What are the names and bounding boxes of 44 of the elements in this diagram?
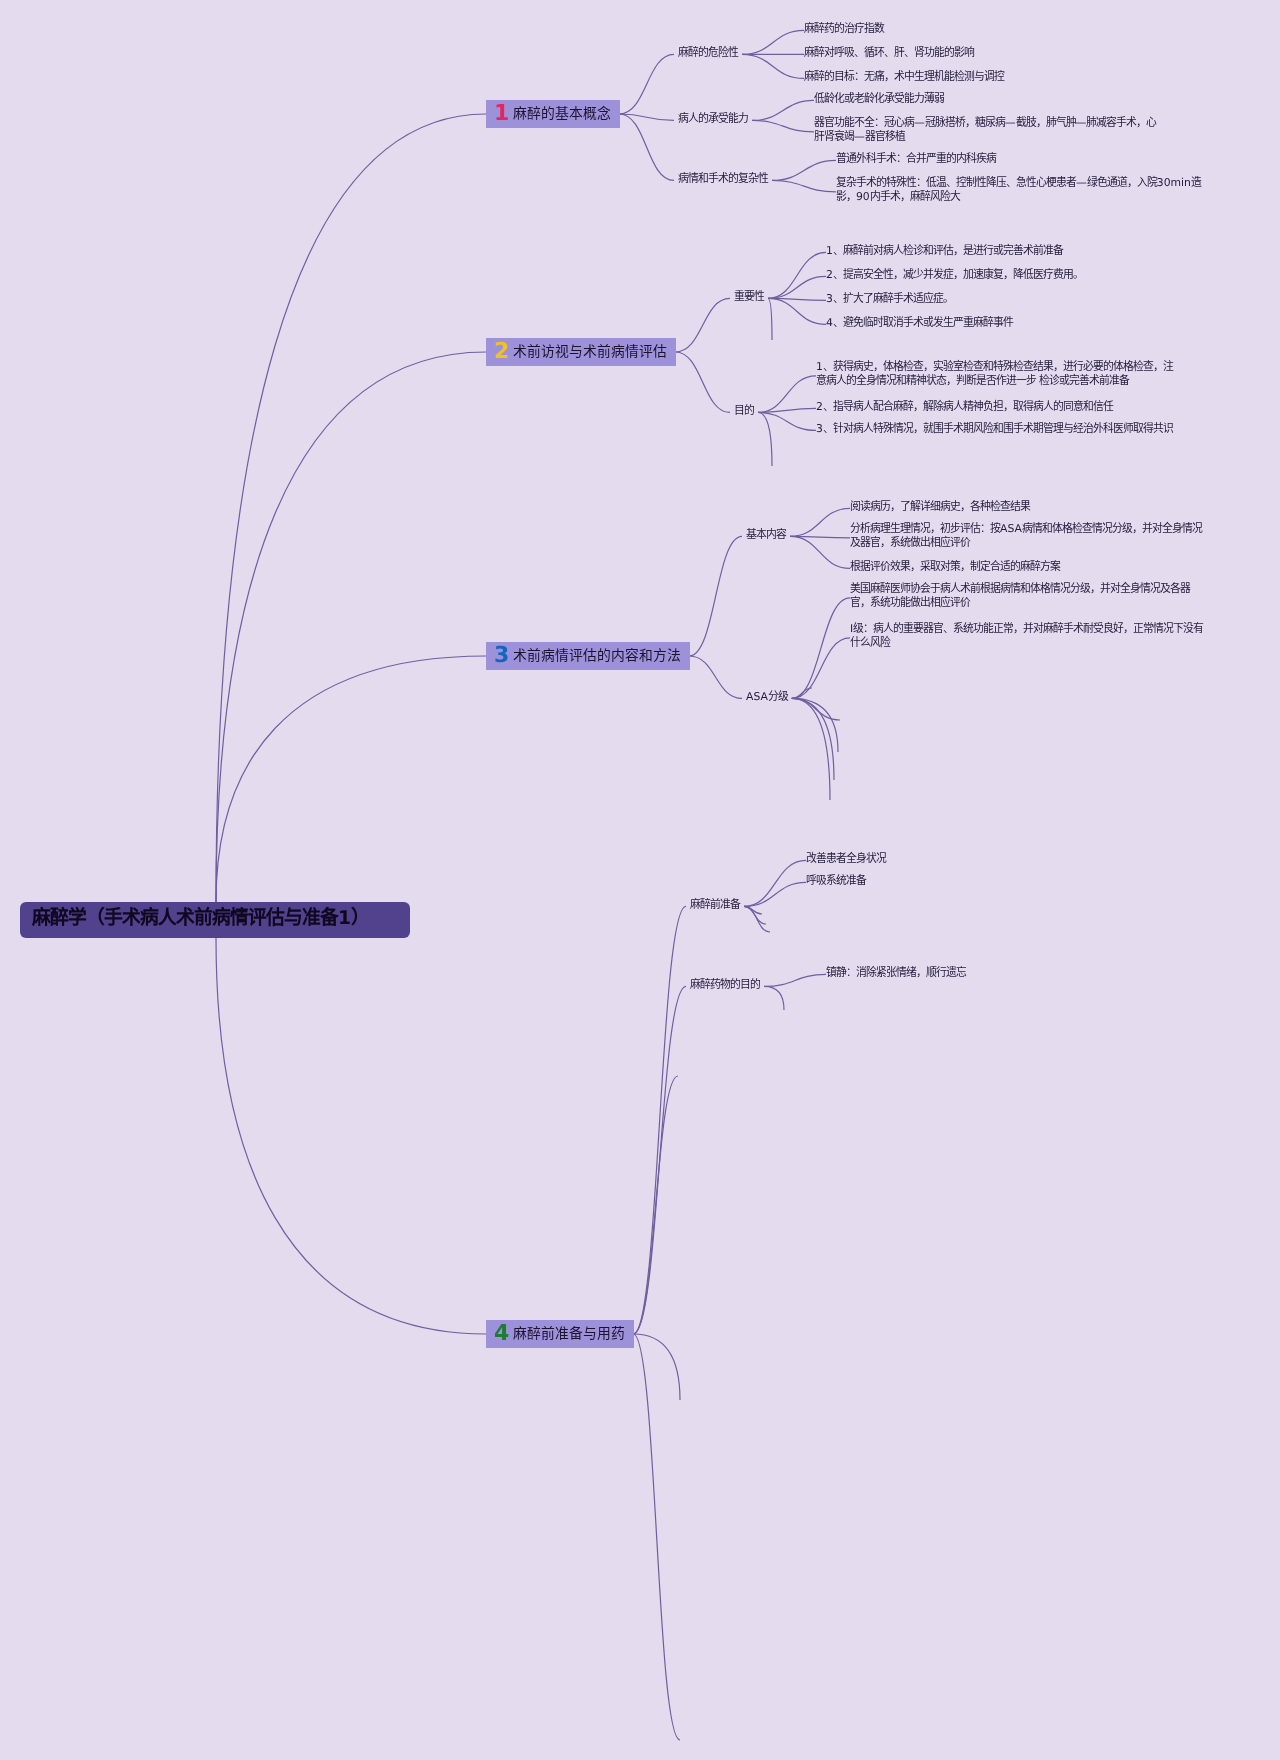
branch-line (618, 113, 675, 182)
topic-number: 2 (494, 338, 510, 366)
branch-line (618, 113, 675, 122)
branch-line (215, 655, 487, 903)
branch-line (767, 275, 827, 300)
branch-line (743, 905, 771, 933)
branch-line (743, 859, 807, 908)
branch-line (632, 1075, 679, 1335)
topic-number: 4 (494, 1320, 510, 1348)
branch-line (757, 411, 817, 432)
topic-box (486, 642, 690, 670)
branch-line (741, 53, 805, 80)
branch-line (215, 937, 487, 1335)
branch-line (789, 507, 851, 538)
branch-line (767, 251, 827, 300)
topic-number: 1 (494, 100, 510, 128)
branch-line (767, 297, 773, 341)
branch-line (791, 637, 851, 700)
branch-line (743, 905, 767, 925)
branch-line (791, 697, 831, 801)
central-topic: 麻醉学（手术病人术前病情评估与准备1） (20, 902, 410, 938)
branch-line (741, 29, 805, 56)
branch-line (757, 411, 773, 467)
branch-line (789, 535, 851, 570)
branch-line (757, 375, 817, 414)
topic-box (486, 100, 620, 128)
branch-line (632, 1333, 681, 1741)
topic-number: 3 (494, 642, 510, 670)
branch-line (763, 985, 785, 1011)
branch-line (674, 297, 731, 353)
branch-line (618, 53, 675, 115)
branch-line (632, 1333, 681, 1401)
branch-line (688, 655, 743, 700)
branch-line (743, 881, 807, 908)
branch-line (674, 351, 731, 414)
branch-line (743, 905, 763, 915)
branch-line (751, 119, 815, 133)
branch-line (688, 535, 743, 657)
branch-line (771, 179, 837, 193)
branch-line (791, 687, 813, 700)
branch-line (767, 297, 827, 326)
branch-line (632, 985, 687, 1335)
topic-box (486, 1320, 634, 1348)
topic-box (486, 338, 676, 366)
